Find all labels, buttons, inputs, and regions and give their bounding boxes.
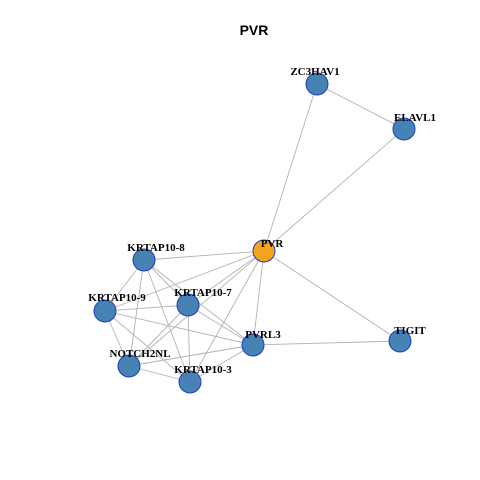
edge-pvrl3-krtap10-3 [189, 344, 254, 383]
node-pvr [252, 239, 276, 263]
edge-pvr-krtap10-8 [143, 250, 265, 261]
edge-pvr-krtap10-3 [189, 250, 265, 383]
edge-krtap10-8-krtap10-3 [143, 259, 191, 383]
node-notch2nl [117, 354, 141, 378]
node-label-tigit: TIGIT [394, 325, 426, 337]
node-label-krtap10-3: KRTAP10-3 [174, 364, 232, 376]
edge-elavl1-pvr [263, 128, 405, 252]
node-elavl1 [392, 117, 416, 141]
node-krtap10-3 [178, 370, 202, 394]
edge-krtap10-8-notch2nl [128, 259, 145, 367]
edge-krtap10-9-krtap10-7 [104, 304, 189, 312]
node-label-pvrl3: PVRL3 [245, 329, 281, 341]
node-krtap10-7 [176, 293, 200, 317]
node-tigit [388, 329, 412, 353]
node-label-pvr: PVR [261, 238, 285, 250]
edge-krtap10-9-pvrl3 [104, 310, 254, 346]
node-pvrl3 [241, 333, 265, 357]
diagram-title: PVR [240, 22, 269, 38]
node-label-notch2nl: NOTCH2NL [109, 348, 170, 360]
node-krtap10-9 [93, 299, 117, 323]
edge-zc3hav1-pvr [263, 83, 318, 252]
edge-zc3hav1-elavl1 [316, 83, 405, 130]
edge-krtap10-7-pvrl3 [187, 304, 254, 346]
edge-pvrl3-tigit [252, 340, 401, 346]
node-label-zc3hav1: ZC3HAV1 [290, 66, 339, 78]
edge-pvrl3-notch2nl [128, 344, 254, 367]
edge-pvr-krtap10-7 [187, 250, 265, 306]
node-label-krtap10-9: KRTAP10-9 [88, 292, 146, 304]
node-label-krtap10-7: KRTAP10-7 [174, 287, 232, 299]
node-krtap10-8 [132, 248, 156, 272]
node-zc3hav1 [305, 72, 329, 96]
edge-krtap10-7-krtap10-3 [187, 304, 191, 383]
edge-pvr-pvrl3 [252, 250, 265, 346]
node-layer [93, 72, 416, 394]
edge-krtap10-7-notch2nl [128, 304, 189, 367]
edge-pvr-krtap10-9 [104, 250, 265, 312]
node-label-krtap10-8: KRTAP10-8 [127, 242, 185, 254]
node-label-elavl1: ELAVL1 [394, 112, 436, 124]
edge-pvr-tigit [263, 250, 401, 342]
